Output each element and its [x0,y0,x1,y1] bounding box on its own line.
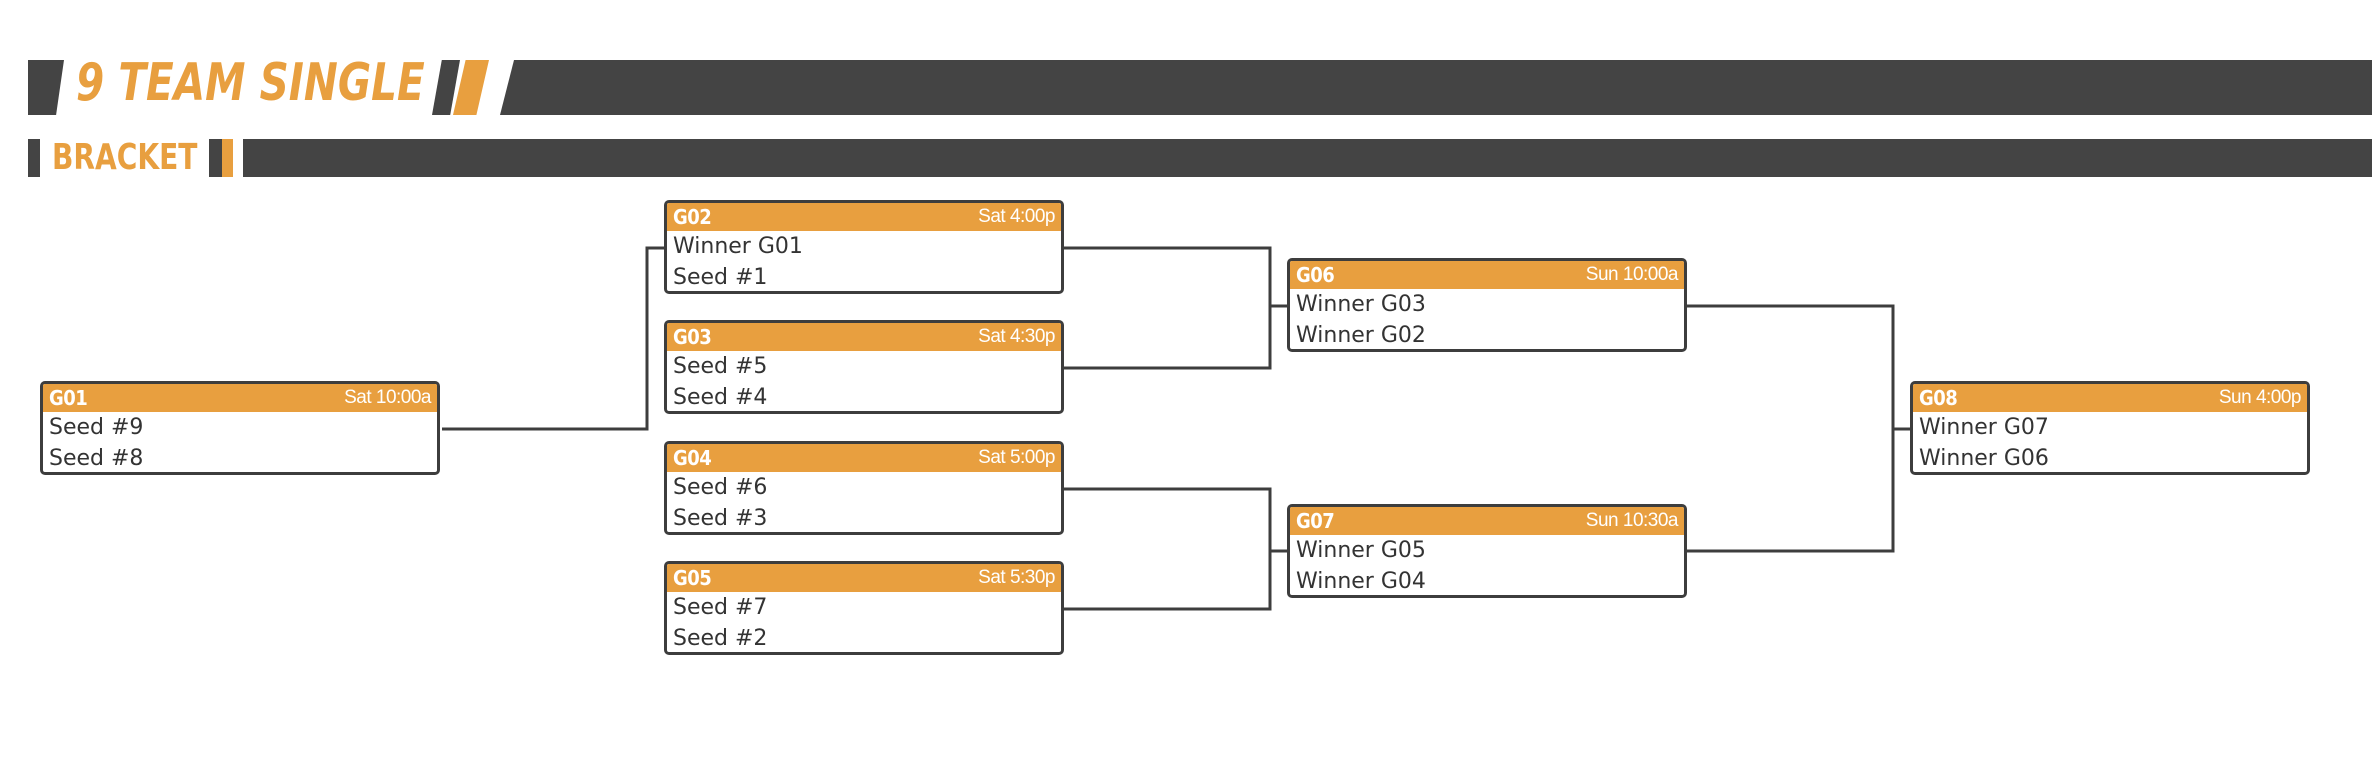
game-header: G06 Sun 10:00a [1290,261,1684,289]
game-time: Sat 4:30p [978,326,1055,347]
connector-g02-g06 [1064,246,1289,308]
game-header: G08 Sun 4:00p [1913,384,2307,412]
team-slot-1: Winner G01 [673,234,803,259]
team-slot-2: Winner G06 [1919,446,2049,471]
subtitle-divider-dark [209,139,222,177]
game-id: G02 [673,205,712,229]
game-header: G07 Sun 10:30a [1290,507,1684,535]
bracket-subtitle: BRACKET [52,137,198,178]
game-card-g08: G08 Sun 4:00p Winner G07 Winner G06 [1910,381,2310,475]
team-slot-1: Seed #9 [49,415,144,440]
game-time: Sun 10:30a [1585,510,1679,531]
team-slot-2: Seed #2 [673,626,768,651]
game-card-g02: G02 Sat 4:00p Winner G01 Seed #1 [664,200,1064,294]
game-card-g05: G05 Sat 5:30p Seed #7 Seed #2 [664,561,1064,655]
game-header: G01 Sat 10:00a [43,384,437,412]
game-card-g01: G01 Sat 10:00a Seed #9 Seed #8 [40,381,440,475]
team-slot-1: Winner G03 [1296,292,1426,317]
title-bar-main [500,60,2372,115]
subtitle-divider-accent [222,139,233,177]
connector-g06-g08 [1687,304,1912,431]
team-slot-1: Winner G07 [1919,415,2049,440]
connector-g07-g08 [1687,429,1895,553]
team-slot-2: Seed #8 [49,446,144,471]
connector-g05-g07 [1064,551,1272,611]
team-slot-2: Winner G02 [1296,323,1426,348]
game-time: Sat 4:00p [978,206,1055,227]
game-header: G04 Sat 5:00p [667,444,1061,472]
team-slot-2: Seed #1 [673,265,768,290]
team-slot-2: Seed #4 [673,385,768,410]
game-id: G01 [49,386,88,410]
game-id: G03 [673,325,712,349]
team-slot-1: Seed #7 [673,595,768,620]
connector-g03-g06 [1064,306,1272,370]
game-id: G04 [673,446,712,470]
game-time: Sun 10:00a [1585,264,1679,285]
game-card-g07: G07 Sun 10:30a Winner G05 Winner G04 [1287,504,1687,598]
game-header: G05 Sat 5:30p [667,564,1061,592]
team-slot-2: Winner G04 [1296,569,1426,594]
game-header: G02 Sat 4:00p [667,203,1061,231]
game-id: G05 [673,566,712,590]
team-slot-1: Winner G05 [1296,538,1426,563]
game-time: Sat 5:30p [978,567,1055,588]
connector-g04-g07 [1064,487,1289,553]
game-card-g06: G06 Sun 10:00a Winner G03 Winner G02 [1287,258,1687,352]
game-time: Sat 10:00a [344,387,431,408]
game-id: G08 [1919,386,1958,410]
team-slot-2: Seed #3 [673,506,768,531]
bracket-title: 9 TEAM SINGLE [76,53,425,113]
subtitle-bar-main [243,139,2372,177]
game-header: G03 Sat 4:30p [667,323,1061,351]
game-card-g04: G04 Sat 5:00p Seed #6 Seed #3 [664,441,1064,535]
team-slot-1: Seed #6 [673,475,768,500]
game-card-g03: G03 Sat 4:30p Seed #5 Seed #4 [664,320,1064,414]
game-id: G06 [1296,263,1335,287]
game-id: G07 [1296,509,1335,533]
connector-g01-g02 [442,246,666,431]
team-slot-1: Seed #5 [673,354,768,379]
game-time: Sun 4:00p [2218,387,2302,408]
subtitle-bar-left-tab [28,139,40,177]
game-time: Sat 5:00p [978,447,1055,468]
